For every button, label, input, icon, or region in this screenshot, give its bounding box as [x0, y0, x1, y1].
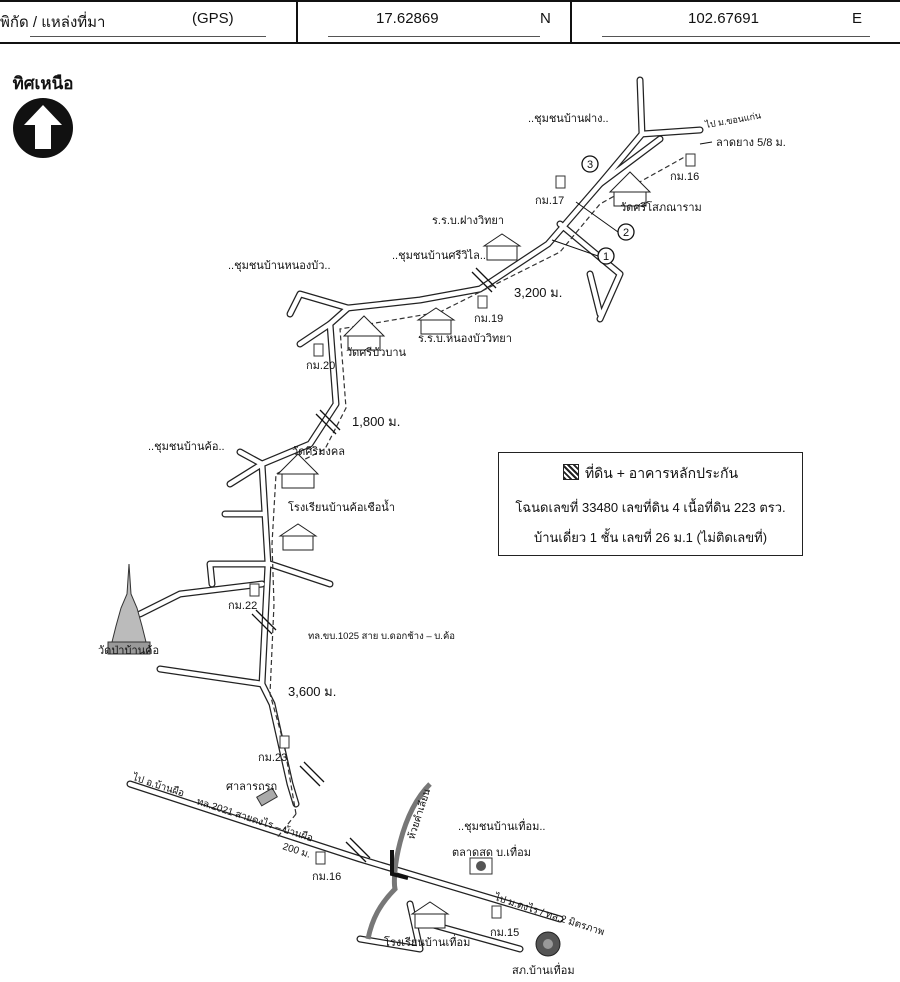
label-dist-3600: 3,600 ม. [288, 684, 336, 699]
label-km22: กม.22 [228, 600, 257, 612]
temple-icon-srisopana [608, 171, 652, 207]
route-map: 1 2 3 ..ชุมชนบ้านฝาง.. ลาดยาง 5/8 ม. ไป … [98, 76, 786, 977]
coordinate-label: พิกัด / แหล่งที่มา [0, 14, 106, 31]
km-post-icon-23 [279, 735, 290, 749]
label-km20: กม.20 [306, 360, 335, 372]
coordinate-source-cell: พิกัด / แหล่งที่มา (GPS) [0, 2, 298, 42]
bridge-mark [390, 850, 409, 880]
school-icon-kho [278, 523, 318, 551]
marker-3: 3 [587, 159, 593, 171]
label-dist-3200: 3,200 ม. [514, 285, 562, 300]
north-label: ทิศเหนือ [12, 74, 74, 93]
label-wat-sirimongkol: วัดศิริมงคล [292, 446, 345, 458]
temple-icon-sirimongkol [276, 453, 320, 489]
label-school-thuem: โรงเรียนบ้านเทื่อม [384, 934, 470, 949]
km-post-icon-22 [249, 583, 260, 597]
label-community-kho: ..ชุมชนบ้านค้อ.. [148, 441, 225, 453]
label-road-1025: ทล.ขบ.1025 สาย บ.ดอกช้าง – บ.ค้อ [308, 631, 455, 642]
label-market: ตลาดสด บ.เทื่อม [452, 844, 531, 859]
label-police: สภ.บ้านเทื่อม [512, 962, 575, 977]
label-community-nongbua: ..ชุมชนบ้านหนองบัว.. [228, 260, 331, 272]
km-post-icon-16-top [685, 153, 696, 167]
label-wat-sribuaban: วัดศรีบัวบาน [346, 346, 407, 359]
police-icon [535, 931, 561, 957]
km-post-icon-17 [555, 175, 566, 189]
label-km19: กม.19 [474, 313, 503, 325]
coordinate-source: (GPS) [192, 10, 234, 27]
longitude-cell: 102.67691 E [572, 2, 900, 42]
label-paved-road: ลาดยาง 5/8 ม. [716, 137, 786, 149]
km-post-icon-19 [477, 295, 488, 309]
label-community-thuem: ..ชุมชนบ้านเทื่อม.. [458, 818, 545, 833]
longitude-dir: E [852, 10, 863, 27]
km-post-icon-20 [313, 343, 324, 357]
latitude-dir: N [540, 10, 551, 27]
school-icon-nongbua [416, 307, 456, 335]
label-wat-srisopana: วัดศรีโสภณาราม [620, 200, 702, 214]
route-dashed-bottom [275, 813, 297, 840]
hatch-pattern-icon [562, 464, 579, 480]
label-school-fang: ร.ร.บ.ฝางวิทยา [432, 215, 504, 227]
route-dashed-line [269, 153, 691, 815]
market-icon [469, 857, 493, 875]
legend-line1: โฉนดเลขที่ 33480 เลขที่ดิน 4 เนื้อที่ดิน… [515, 500, 786, 515]
school-icon-fang [482, 233, 522, 261]
label-to-khon-kaen: ไป ม.ขอนแก่น [704, 110, 762, 130]
longitude-value: 102.67691 [688, 10, 759, 27]
label-km15: กม.15 [490, 927, 519, 939]
label-school-nongbua: ร.ร.บ.หนองบัววิทยา [418, 333, 512, 345]
label-community-fang: ..ชุมชนบ้านฝาง.. [528, 113, 609, 125]
label-dist-1800: 1,800 ม. [352, 414, 400, 429]
km-post-icon-16-bottom [315, 851, 326, 865]
latitude-value: 17.62869 [376, 10, 439, 27]
pagoda-icon [107, 563, 151, 655]
property-legend: ที่ดิน + อาคารหลักประกัน โฉนดเลขที่ 3348… [498, 452, 803, 556]
marker-1: 1 [603, 251, 609, 263]
label-community-sriwilai: ..ชุมชนบ้านศรีวิไล.. [392, 249, 486, 262]
label-km17: กม.17 [535, 195, 564, 207]
label-km23: กม.23 [258, 752, 287, 764]
temple-icon-sribuaban [342, 315, 386, 351]
km-post-icon-15 [491, 905, 502, 919]
label-km16-bottom: กม.16 [312, 871, 341, 883]
label-wat-pa-kho: วัดป่าบ้านค้อ [98, 645, 159, 657]
coordinate-header: พิกัด / แหล่งที่มา (GPS) 17.62869 N 102.… [0, 0, 900, 44]
label-school-kho: โรงเรียนบ้านค้อเชือน้ำ [288, 499, 395, 514]
marker-2: 2 [623, 227, 629, 239]
north-indicator: ทิศเหนือ [12, 70, 74, 164]
legend-title-row: ที่ดิน + อาคารหลักประกัน [499, 463, 802, 485]
school-icon-thuem [410, 901, 450, 929]
label-km16-top: กม.16 [670, 171, 699, 183]
creek-line [365, 782, 432, 940]
label-bus-shelter: ศาลารถรถ [226, 781, 277, 793]
legend-line2: บ้านเดี่ยว 1 ชั้น เลขที่ 26 ม.1 (ไม่ติดเ… [533, 530, 768, 545]
latitude-cell: 17.62869 N [298, 2, 572, 42]
bus-shelter-icon [256, 787, 278, 807]
legend-title: ที่ดิน + อาคารหลักประกัน [584, 465, 739, 481]
north-arrow-icon [13, 98, 73, 158]
